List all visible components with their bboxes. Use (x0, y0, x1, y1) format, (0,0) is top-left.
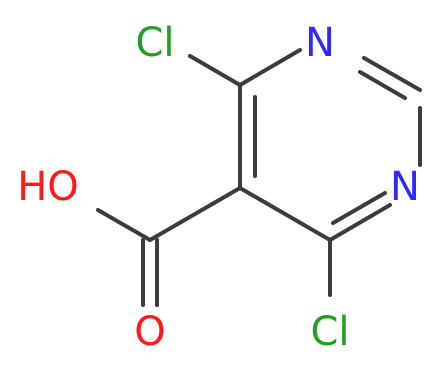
bond-c2-n1-inner (358, 70, 407, 100)
bond-n1-c6 (238, 48, 302, 87)
bond-c5-ccooh (148, 186, 242, 242)
atom-cl-top: Cl (135, 20, 174, 66)
bond-c2-n1 (362, 56, 422, 92)
atom-cl-bottom: Cl (310, 309, 349, 355)
bond-c5-c4 (238, 186, 332, 242)
atom-o-bottom: O (134, 309, 165, 355)
bond-c6-cl (188, 54, 242, 87)
atom-labels: Cl N N HO O Cl (17, 20, 420, 355)
bond-group (96, 48, 422, 307)
atom-n-right: N (390, 164, 420, 210)
atom-oh: HO (17, 164, 79, 210)
bond-c-oh (96, 208, 152, 242)
atom-n-top: N (305, 20, 335, 66)
bond-c4-n3 (328, 203, 392, 242)
bond-c4-n3-inner (331, 191, 387, 225)
